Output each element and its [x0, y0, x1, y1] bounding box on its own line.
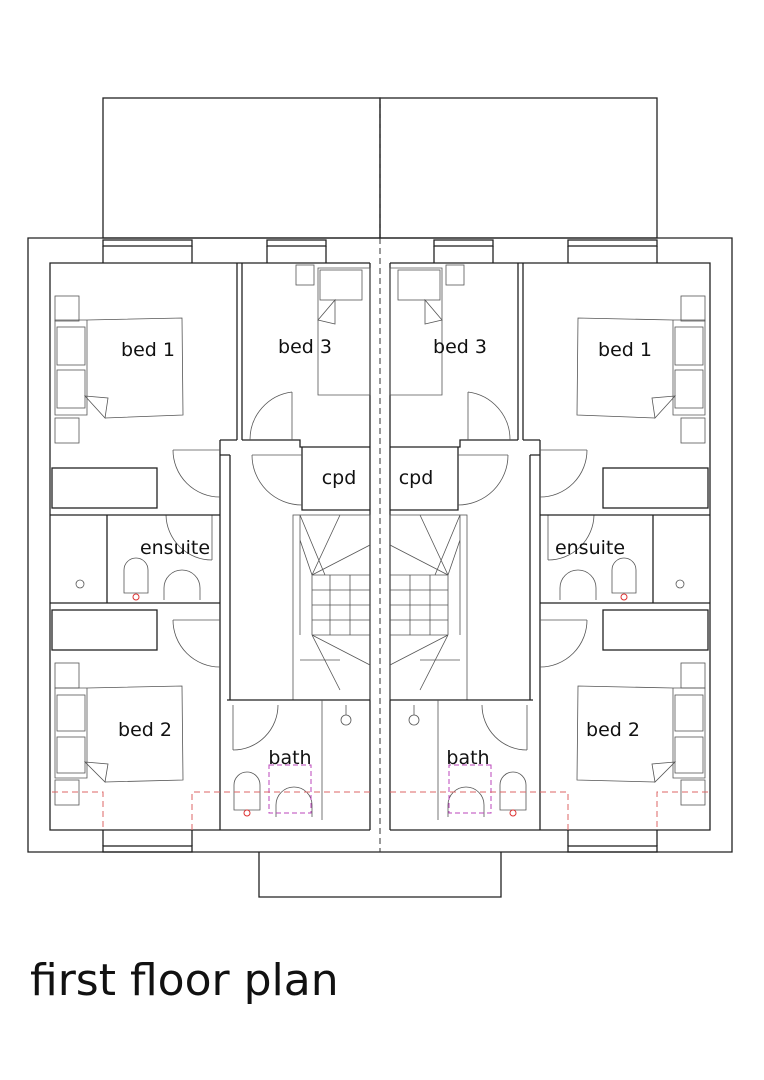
room-label-ensuite-right: ensuite [554, 537, 626, 559]
room-label-bed1-right: bed 1 [598, 339, 652, 361]
room-label-bed2-right: bed 2 [586, 719, 640, 741]
room-label-bath-left: bath [268, 747, 312, 769]
porch-outline [258, 852, 502, 898]
plan-title: first floor plan [30, 955, 339, 1006]
room-label-bed3-right: bed 3 [433, 336, 487, 358]
room-label-bath-right: bath [446, 747, 490, 769]
room-label-ensuite-left: ensuite [139, 537, 211, 559]
room-label-cpd-left: cpd [321, 467, 357, 489]
room-label-bed2-left: bed 2 [118, 719, 172, 741]
room-label-bed1-left: bed 1 [121, 339, 175, 361]
room-label-cpd-right: cpd [398, 467, 434, 489]
room-label-bed3-left: bed 3 [278, 336, 332, 358]
